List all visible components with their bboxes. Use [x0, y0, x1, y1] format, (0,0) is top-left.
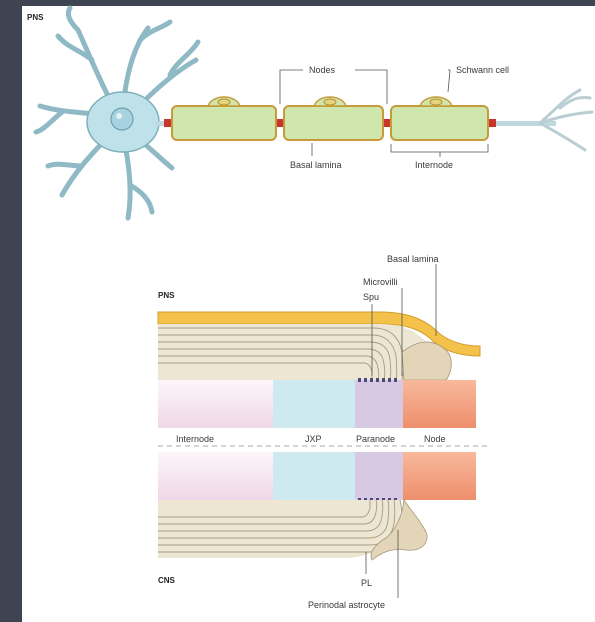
node-marker [276, 119, 284, 127]
bottom-cns-heading: CNS [158, 576, 176, 585]
top-pns-heading: PNS [27, 13, 44, 22]
schwann-cell-label: Schwann cell [456, 65, 509, 75]
basal-lamina-detail-label: Basal lamina [387, 254, 439, 264]
pns-node-segment [403, 380, 476, 428]
node-marker [164, 119, 172, 127]
node-segment-label: Node [424, 434, 446, 444]
internode-segment-label: Internode [176, 434, 214, 444]
microvilli-label: Microvilli [363, 277, 398, 287]
basal-lamina-label: Basal lamina [290, 160, 342, 170]
paranode-segment-label: Paranode [356, 434, 395, 444]
pns-jxp-segment [273, 380, 355, 428]
bottom-pns-heading: PNS [158, 291, 175, 300]
spu-label: Spu [363, 292, 379, 302]
pl-label: PL [361, 578, 372, 588]
pns-paranode-segment [355, 380, 403, 428]
nodes-label: Nodes [309, 65, 336, 75]
jxp-segment-label: JXP [305, 434, 322, 444]
cns-jxp-segment [273, 452, 355, 500]
internode-label: Internode [415, 160, 453, 170]
node-marker [488, 119, 496, 127]
cns-node-segment [403, 452, 476, 500]
node-marker [383, 119, 391, 127]
pns-internode-segment [158, 380, 273, 428]
perinodal-astrocyte-label: Perinodal astrocyte [308, 600, 385, 610]
cns-myelin [158, 500, 401, 558]
cns-paranode-segment [355, 452, 403, 500]
neuron-nucleus [111, 108, 133, 130]
cns-internode-segment [158, 452, 273, 500]
